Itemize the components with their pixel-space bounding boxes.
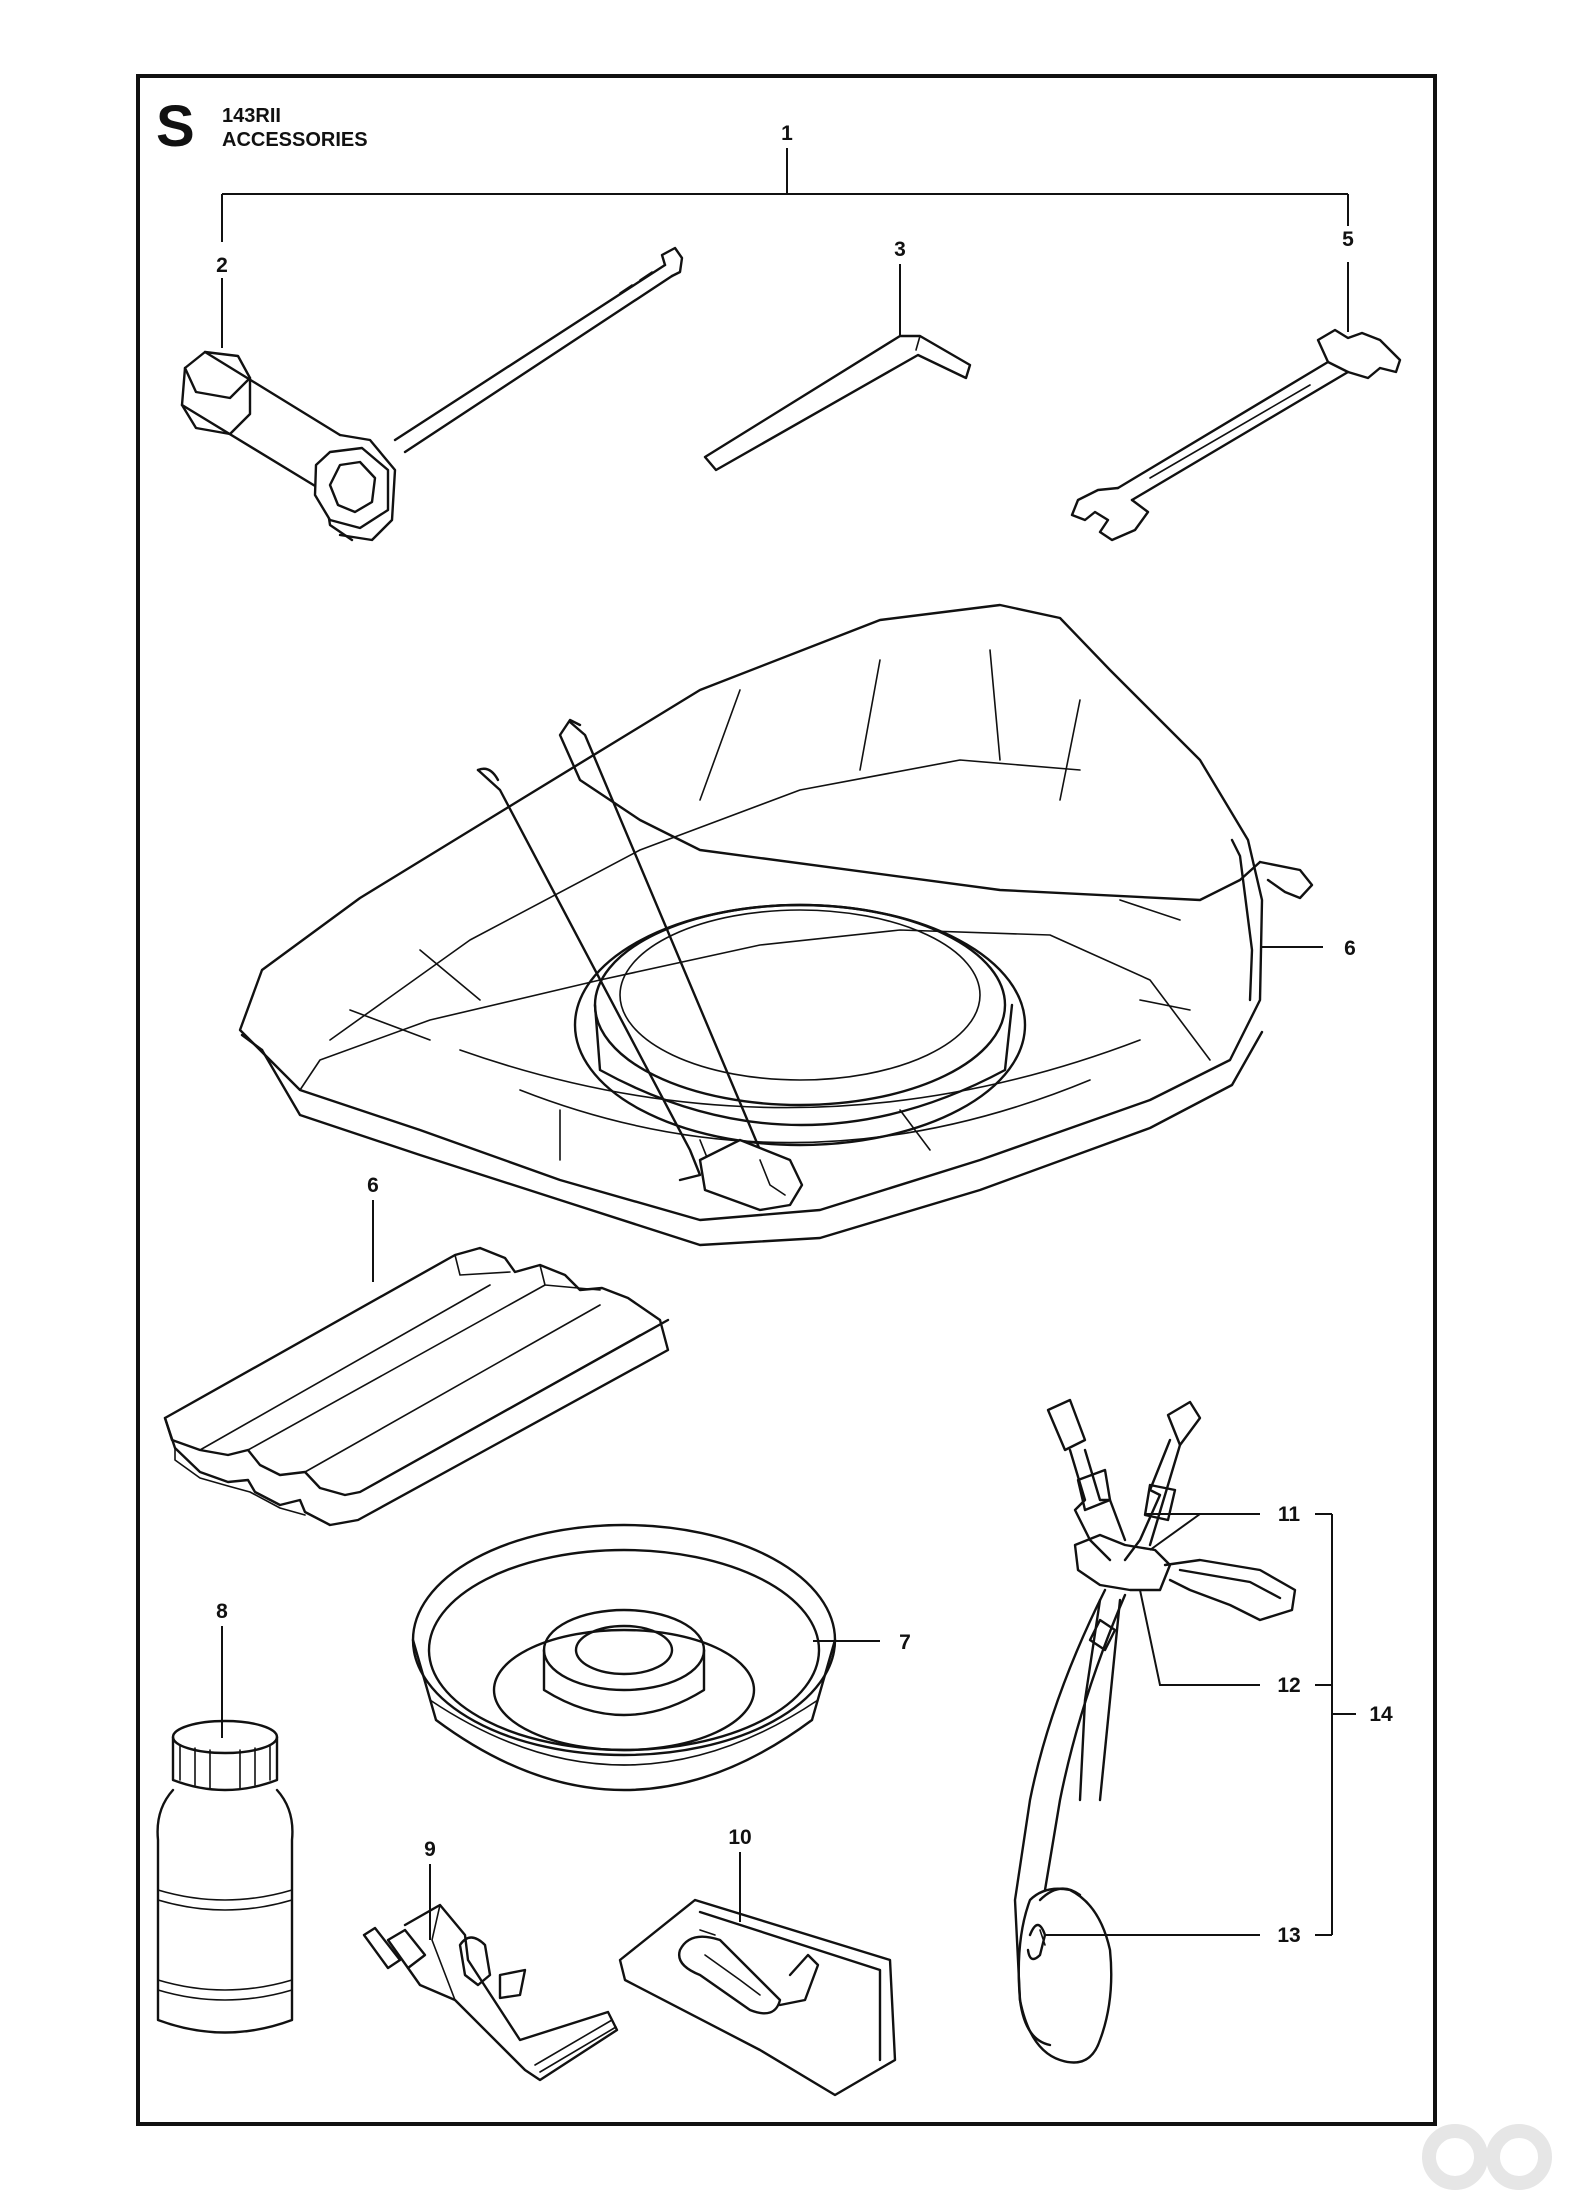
callout-11: 11 bbox=[1278, 1503, 1301, 1526]
hex-key-part bbox=[703, 264, 972, 472]
packaged-bag-part bbox=[618, 1852, 897, 2097]
callout-12: 12 bbox=[1277, 1674, 1300, 1697]
callout-5: 5 bbox=[1342, 228, 1354, 251]
callout-10: 10 bbox=[728, 1826, 751, 1849]
model-number: 143RII bbox=[222, 105, 281, 127]
support-cup-part bbox=[411, 1523, 880, 1792]
box-spanner-part bbox=[180, 246, 684, 542]
callout-3: 3 bbox=[894, 238, 906, 261]
callout-8: 8 bbox=[216, 1600, 228, 1623]
harness-part bbox=[1013, 1398, 1297, 2064]
callout-13: 13 bbox=[1277, 1924, 1300, 1947]
callout-14: 14 bbox=[1369, 1703, 1393, 1726]
callout-7: 7 bbox=[899, 1631, 911, 1654]
callout-9: 9 bbox=[424, 1838, 436, 1861]
section-letter: S bbox=[156, 94, 195, 159]
diagram-frame bbox=[136, 74, 1437, 2126]
trimmer-guard-part bbox=[238, 603, 1323, 1247]
open-wrench-part bbox=[1070, 262, 1402, 542]
section-title: ACCESSORIES bbox=[222, 129, 368, 151]
callout-1: 1 bbox=[781, 122, 793, 145]
transport-guard-part bbox=[163, 1200, 670, 1527]
oil-bottle-part bbox=[156, 1626, 294, 2034]
harness-bracket bbox=[1315, 1513, 1356, 1936]
toolkit-bracket bbox=[221, 148, 1349, 242]
grease-tube-part bbox=[362, 1864, 619, 2082]
brand-logo-icon bbox=[1422, 2124, 1552, 2190]
callout-2: 2 bbox=[216, 254, 228, 277]
callout-6-guard: 6 bbox=[1344, 937, 1356, 960]
callout-6-transport: 6 bbox=[367, 1174, 379, 1197]
